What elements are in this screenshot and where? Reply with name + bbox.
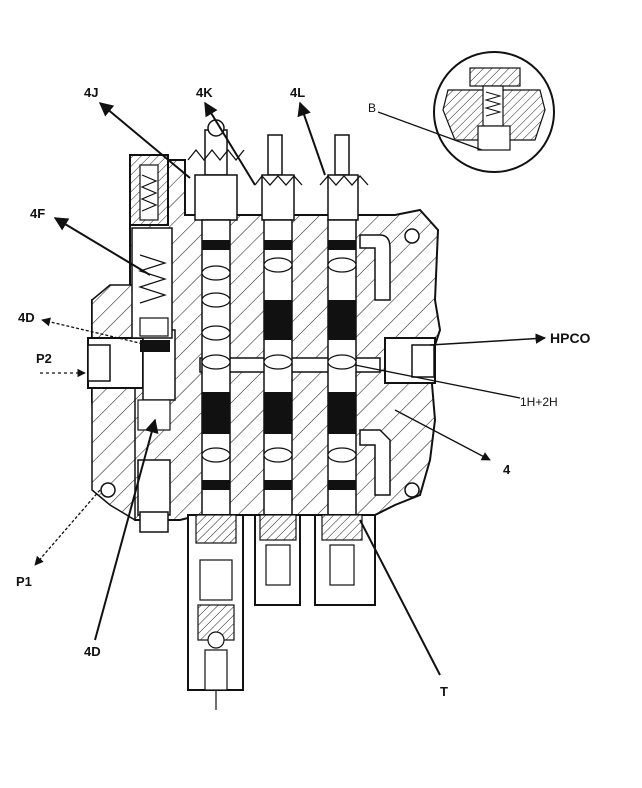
end-caps	[187, 514, 376, 710]
spool-4k	[187, 119, 245, 516]
label-p2: P2	[36, 351, 52, 366]
relief-valve-column	[129, 154, 173, 533]
spool-4l	[319, 134, 369, 516]
label-4d-top: 4D	[18, 310, 35, 325]
label-4: 4	[503, 462, 511, 477]
label-4d-bottom: 4D	[84, 644, 101, 659]
label-4k: 4K	[196, 85, 213, 100]
label-4j: 4J	[84, 85, 99, 100]
label-b: B	[368, 101, 377, 115]
detail-b-inset	[433, 51, 555, 173]
label-4l: 4L	[290, 85, 306, 100]
label-1h-2h: 1H+2H	[520, 395, 558, 409]
label-t: T	[440, 684, 448, 699]
leader-lines	[34, 101, 547, 676]
label-p1: P1	[16, 574, 32, 589]
label-4f: 4F	[30, 206, 46, 221]
label-hpco: HPCO	[550, 330, 591, 346]
spool-center	[254, 134, 303, 516]
